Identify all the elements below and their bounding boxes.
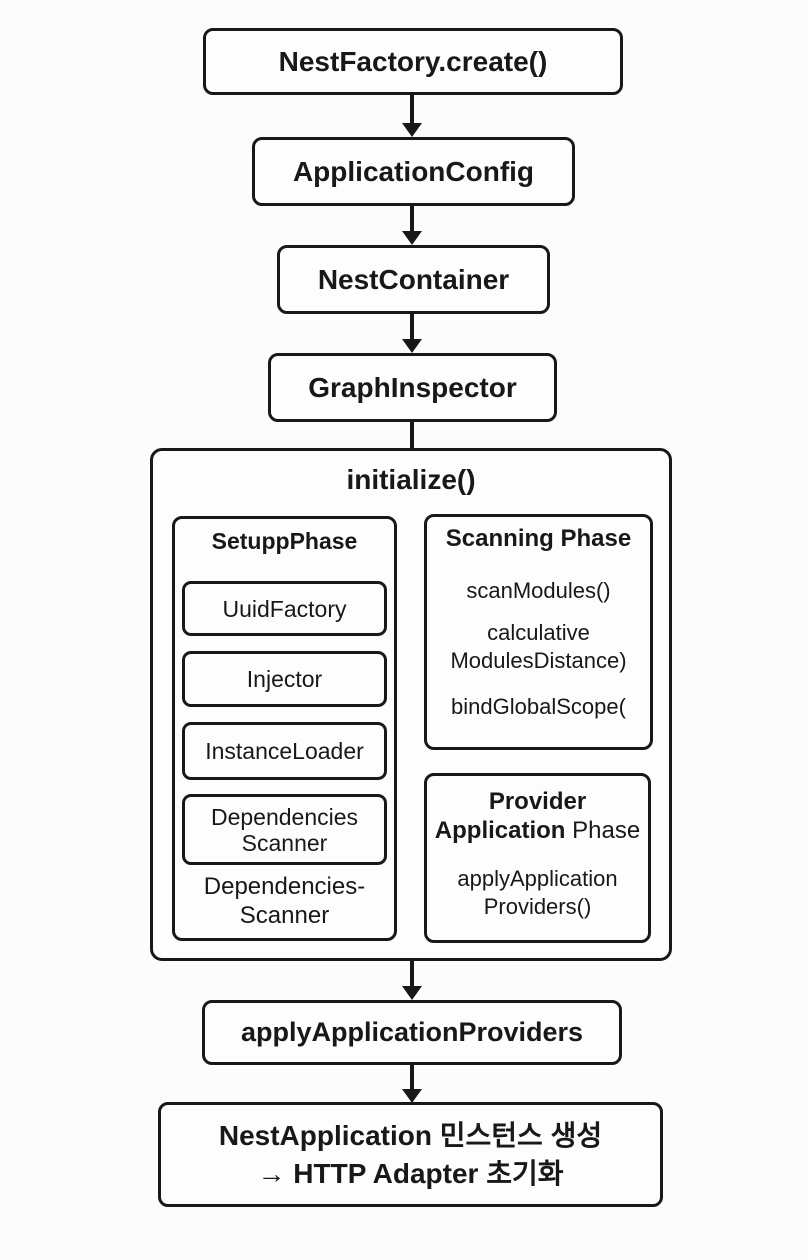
- node-dependencies-scanner: Dependencies Scanner: [182, 794, 387, 865]
- node-label: NestContainer: [317, 263, 510, 295]
- arrow-shaft: [410, 206, 414, 232]
- node-label: UuidFactory: [222, 595, 347, 622]
- arrow-shaft: [410, 314, 414, 340]
- node-label: ApplicationConfig: [292, 155, 535, 187]
- node-label: InstanceLoader: [205, 738, 364, 764]
- connector-line: [410, 421, 414, 449]
- arrow-head-icon: [402, 339, 422, 353]
- node-label: NestFactory.create(): [278, 45, 548, 77]
- dependencies-scanner-note: Dependencies- Scanner: [203, 873, 366, 929]
- initialize-title: initialize(): [346, 464, 476, 495]
- arrow-head-icon: [402, 123, 422, 137]
- arrow-head-icon: [402, 986, 422, 1000]
- scan-modules-label: scanModules(): [466, 578, 611, 603]
- node-label: Injector: [246, 666, 323, 692]
- node-label: applyApplicationProviders: [240, 1017, 584, 1047]
- arrow-down-icon: [402, 1065, 422, 1103]
- arrow-down-icon: [402, 95, 422, 137]
- arrow-head-icon: [402, 231, 422, 245]
- node-uuid-factory: UuidFactory: [182, 581, 387, 636]
- scanning-phase-title: Scanning Phase: [445, 525, 632, 552]
- calculate-modules-distance-label: calculative ModulesDistance): [450, 620, 627, 673]
- arrow-down-icon: [402, 206, 422, 245]
- setup-phase-title: SetuppPhase: [211, 528, 358, 554]
- bind-global-scope-label: bindGlobalScope(: [451, 694, 626, 719]
- phase-title-word: Phase: [572, 817, 641, 844]
- apply-application-providers-label: applyApplication Providers(): [457, 866, 618, 919]
- node-label: Dependencies Scanner: [210, 803, 359, 856]
- setup-phase-panel: SetuppPhase UuidFactory Injector Instanc…: [172, 516, 397, 941]
- arrow-down-icon: [402, 961, 422, 1000]
- arrow-head-icon: [402, 1089, 422, 1103]
- initialize-container: initialize() SetuppPhase UuidFactory Inj…: [150, 448, 672, 961]
- provider-phase-title: Provider Application Phase: [427, 787, 648, 845]
- node-nest-application-created: NestApplication 민스턴스 생성 → HTTP Adapter 초…: [158, 1102, 663, 1207]
- provider-application-phase-panel: Provider Application Phase applyApplicat…: [424, 773, 651, 943]
- node-graph-inspector: GraphInspector: [268, 353, 557, 422]
- arrow-shaft: [410, 961, 414, 987]
- node-application-config: ApplicationConfig: [252, 137, 575, 206]
- node-instance-loader: InstanceLoader: [182, 722, 387, 780]
- provider-title-word: Provider: [488, 788, 587, 815]
- arrow-shaft: [410, 95, 414, 124]
- node-nest-container: NestContainer: [277, 245, 550, 314]
- node-injector: Injector: [182, 651, 387, 707]
- application-title-word: Application: [434, 817, 566, 844]
- arrow-shaft: [410, 1065, 414, 1090]
- node-label: GraphInspector: [308, 371, 517, 403]
- arrow-down-icon: [402, 314, 422, 353]
- scanning-phase-panel: Scanning Phase scanModules() calculative…: [424, 514, 653, 750]
- node-nestfactory-create: NestFactory.create(): [203, 28, 623, 95]
- node-apply-application-providers: applyApplicationProviders: [202, 1000, 622, 1065]
- node-label: NestApplication 민스턴스 생성 → HTTP Adapter 초…: [218, 1119, 603, 1189]
